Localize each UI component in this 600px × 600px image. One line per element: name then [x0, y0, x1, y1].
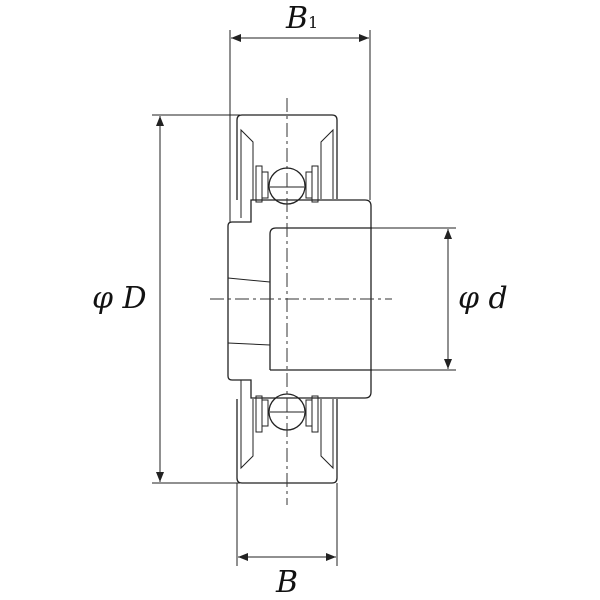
label-b1: B1 [286, 4, 318, 34]
label-bore-diameter: φ d [458, 281, 508, 316]
dimension-b1 [229, 30, 371, 222]
label-b1-sub: 1 [308, 13, 319, 32]
inner-ring [227, 199, 372, 399]
dimension-outer-diameter [152, 114, 240, 484]
label-width-b: B [276, 565, 299, 600]
dimension-bore-diameter [372, 227, 456, 371]
dimension-b [236, 483, 338, 566]
label-b1-main: B [286, 1, 309, 36]
label-outer-diameter: φ D [92, 281, 147, 316]
